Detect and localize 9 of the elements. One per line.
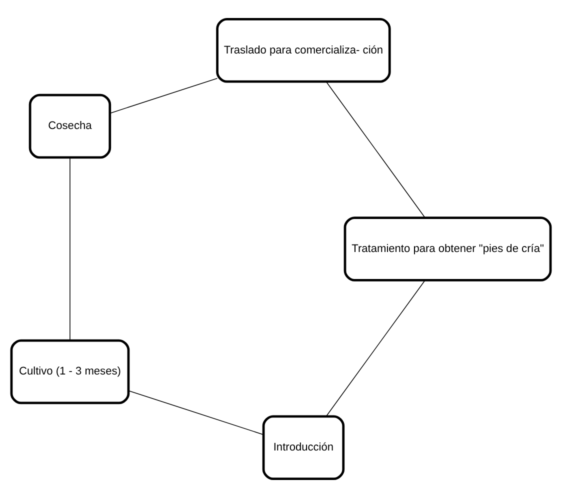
connector xyxy=(110,78,218,114)
node-box: Introducción xyxy=(262,415,345,480)
node-box: Cultivo (1 - 3 meses) xyxy=(10,339,130,404)
connector xyxy=(326,280,426,417)
node-box: Tratamiento para obtener "pies de cría" xyxy=(344,216,552,282)
node-box: Traslado para comercializa- ción xyxy=(216,18,391,83)
connector xyxy=(128,390,264,435)
node-box: Cosecha xyxy=(28,94,112,159)
connector xyxy=(326,81,426,218)
